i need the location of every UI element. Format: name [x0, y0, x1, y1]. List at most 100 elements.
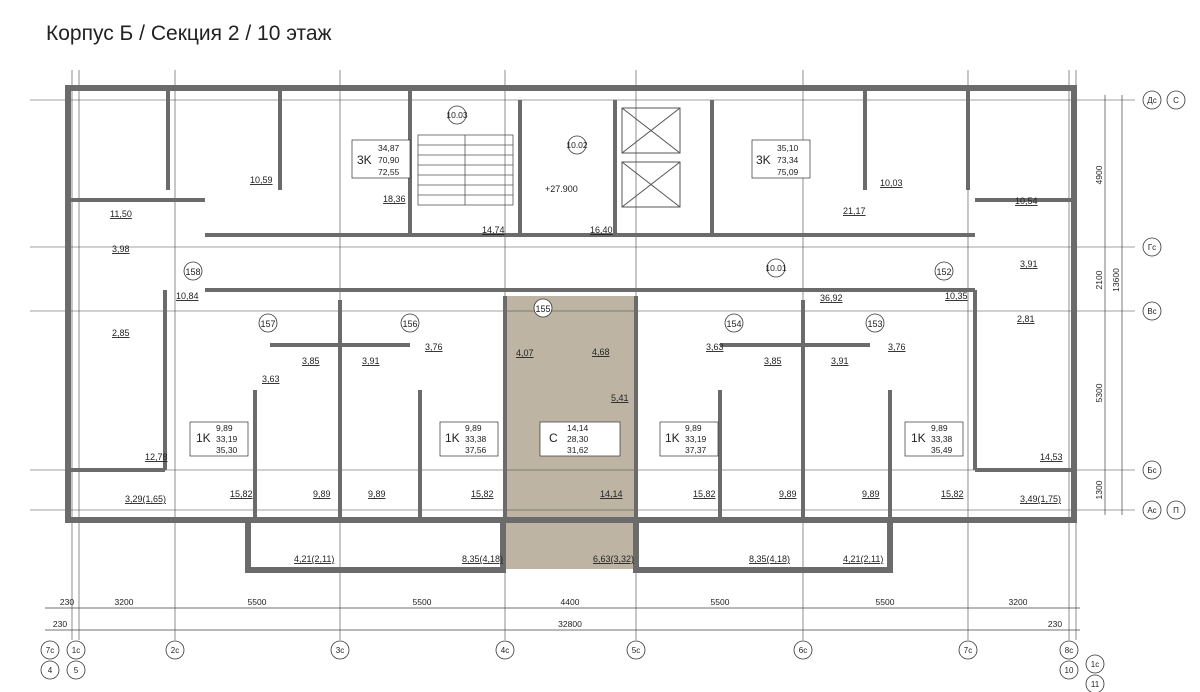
svg-text:37,56: 37,56 — [465, 445, 487, 455]
svg-text:3K: 3K — [357, 153, 372, 167]
svg-text:230: 230 — [53, 619, 67, 629]
svg-text:4,21(2,11): 4,21(2,11) — [843, 554, 883, 564]
svg-text:3c: 3c — [336, 646, 344, 655]
svg-text:4c: 4c — [501, 646, 509, 655]
svg-text:18,36: 18,36 — [383, 194, 406, 204]
svg-text:14,14: 14,14 — [600, 489, 623, 499]
apartment-3k-left: 3K 34,87 70,90 72,55 10,59 18,36 — [250, 139, 411, 204]
svg-text:230: 230 — [1048, 619, 1062, 629]
apartment-156: 1K 9,89 33,38 37,56 3,91 3,76 9,89 15,82… — [362, 342, 503, 564]
svg-text:16,40: 16,40 — [590, 225, 613, 235]
svg-text:9,89: 9,89 — [313, 489, 331, 499]
apt-num-158: 158 — [185, 267, 200, 277]
svg-text:14,14: 14,14 — [567, 423, 589, 433]
svg-text:3,91: 3,91 — [831, 356, 849, 366]
svg-text:10,35: 10,35 — [945, 291, 968, 301]
svg-text:14,74: 14,74 — [482, 225, 505, 235]
svg-text:5: 5 — [74, 666, 79, 675]
svg-text:10,59: 10,59 — [250, 175, 273, 185]
svg-text:5500: 5500 — [876, 597, 895, 607]
svg-text:1K: 1K — [196, 431, 211, 445]
page-title: Корпус Б / Секция 2 / 10 этаж — [46, 22, 332, 45]
svg-text:3,49(1,75): 3,49(1,75) — [1020, 494, 1061, 504]
apt-num-156: 156 — [402, 319, 417, 329]
svg-text:10,54: 10,54 — [1015, 196, 1038, 206]
apartment-158-areas: 11,50 3,98 2,85 12,78 3,29(1,65) — [110, 209, 168, 504]
svg-text:10,03: 10,03 — [880, 178, 903, 188]
svg-text:3,63: 3,63 — [262, 374, 280, 384]
svg-text:15,82: 15,82 — [941, 489, 964, 499]
svg-text:4,07: 4,07 — [516, 348, 534, 358]
svg-text:4,21(2,11): 4,21(2,11) — [294, 554, 334, 564]
partitions — [68, 88, 1074, 520]
apartment-numbers: 158 152 157 156 155 154 153 — [183, 261, 954, 333]
apt-num-154: 154 — [726, 319, 741, 329]
apartment-154: 1K 9,89 33,19 37,37 3,63 3,85 15,82 9,89… — [659, 342, 797, 564]
svg-text:3,85: 3,85 — [764, 356, 782, 366]
svg-text:1K: 1K — [665, 431, 680, 445]
svg-text:С: С — [549, 431, 558, 445]
apt-num-152: 152 — [936, 267, 951, 277]
svg-text:Дс: Дс — [1147, 96, 1156, 105]
floor-level: +27.900 — [545, 184, 578, 194]
svg-text:2100: 2100 — [1094, 270, 1104, 289]
svg-text:11,50: 11,50 — [110, 209, 132, 219]
svg-text:35,30: 35,30 — [216, 445, 238, 455]
svg-text:3K: 3K — [756, 153, 771, 167]
right-dimensions: 4900 2100 5300 1300 13600 — [1094, 95, 1123, 515]
apt-num-155: 155 — [535, 304, 550, 314]
svg-text:2,85: 2,85 — [112, 328, 130, 338]
svg-text:7c: 7c — [46, 646, 54, 655]
bottom-dimensions: 230 3200 5500 5500 4400 5500 5500 3200 2… — [45, 597, 1080, 631]
svg-text:2c: 2c — [171, 646, 179, 655]
svg-text:33,19: 33,19 — [216, 434, 238, 444]
svg-text:9,89: 9,89 — [216, 423, 233, 433]
svg-text:C: C — [1173, 96, 1179, 105]
svg-text:14,53: 14,53 — [1040, 452, 1063, 462]
svg-text:9,89: 9,89 — [862, 489, 880, 499]
svg-text:34,87: 34,87 — [378, 143, 400, 153]
svg-text:11: 11 — [1091, 680, 1100, 689]
walls — [65, 85, 1077, 573]
svg-text:10,84: 10,84 — [176, 291, 199, 301]
bottom-axis-labels: 7c 1c 2c 3c 4c 5c 6c 7c 8c 1c 4 5 10 11 — [46, 646, 1100, 689]
svg-text:13600: 13600 — [1111, 268, 1121, 292]
svg-text:1K: 1K — [911, 431, 926, 445]
svg-text:5,41: 5,41 — [611, 393, 629, 403]
svg-text:9,89: 9,89 — [779, 489, 797, 499]
svg-text:28,30: 28,30 — [567, 434, 589, 444]
svg-text:9,89: 9,89 — [931, 423, 948, 433]
svg-text:32800: 32800 — [558, 619, 582, 629]
svg-text:72,55: 72,55 — [378, 167, 400, 177]
svg-text:4,68: 4,68 — [592, 347, 610, 357]
svg-text:36,92: 36,92 — [820, 293, 843, 303]
svg-text:9,89: 9,89 — [685, 423, 702, 433]
svg-text:6c: 6c — [799, 646, 807, 655]
svg-text:5500: 5500 — [248, 597, 267, 607]
svg-text:8,35(4,18): 8,35(4,18) — [749, 554, 790, 564]
svg-text:21,17: 21,17 — [843, 206, 866, 216]
svg-text:37,37: 37,37 — [685, 445, 707, 455]
svg-text:3200: 3200 — [115, 597, 134, 607]
svg-text:5500: 5500 — [711, 597, 730, 607]
stairs — [417, 134, 514, 206]
svg-text:3,91: 3,91 — [1020, 259, 1038, 269]
svg-text:Гс: Гс — [1148, 243, 1156, 252]
bottom-axis-bubbles — [40, 640, 1105, 692]
svg-text:1300: 1300 — [1094, 480, 1104, 499]
svg-text:3,76: 3,76 — [888, 342, 906, 352]
svg-text:3,91: 3,91 — [362, 356, 380, 366]
apt-num-153: 153 — [867, 319, 882, 329]
svg-text:230: 230 — [60, 597, 74, 607]
svg-text:3,63: 3,63 — [706, 342, 724, 352]
svg-text:П: П — [1173, 506, 1179, 515]
svg-text:7c: 7c — [964, 646, 972, 655]
svg-text:4400: 4400 — [561, 597, 580, 607]
svg-text:75,09: 75,09 — [777, 167, 799, 177]
svg-text:10: 10 — [1065, 666, 1074, 675]
apartment-157: 1K 9,89 33,19 35,30 3,85 3,63 15,82 4,21… — [189, 356, 334, 564]
elevator-shafts — [621, 107, 681, 208]
right-axis-bubbles — [1142, 90, 1186, 520]
svg-text:3,76: 3,76 — [425, 342, 443, 352]
